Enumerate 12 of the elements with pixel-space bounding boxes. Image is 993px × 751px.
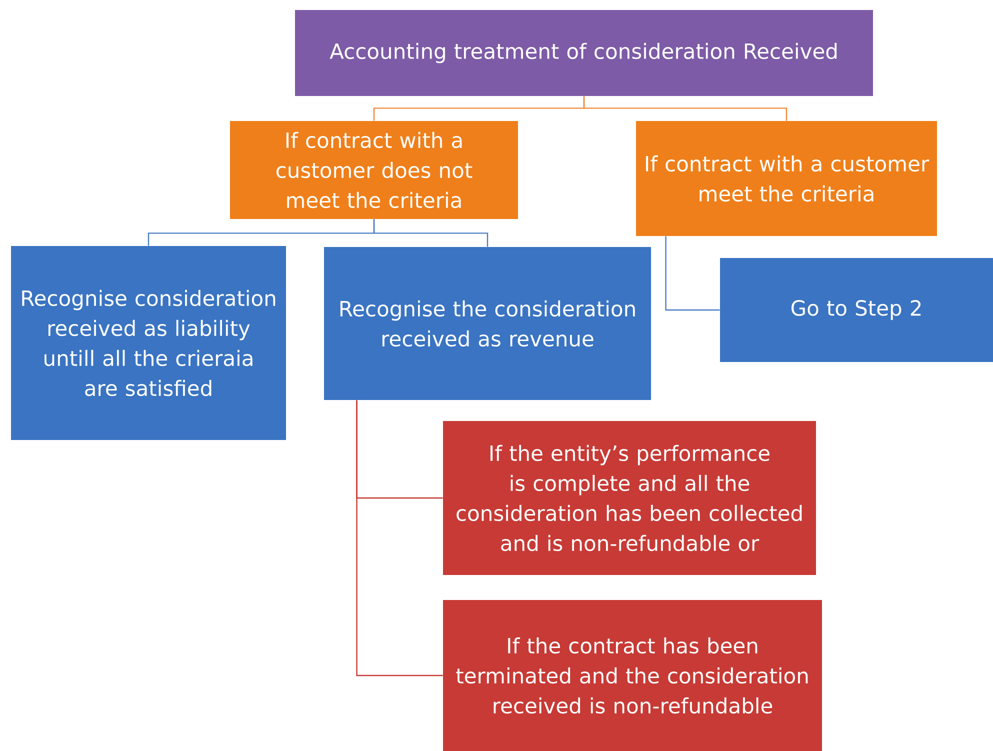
step-box: Go to Step 2 xyxy=(720,258,993,362)
step-box: If the contract has been terminated and the consideration received is non-refundable xyxy=(443,600,822,751)
connector-line xyxy=(356,400,443,676)
step-box: If contract with a customer does not meet the criteria xyxy=(230,121,518,219)
step-box: If the entity’s performance is complete and all the consideration has been collected and is non-refundable or xyxy=(443,421,816,575)
connector-line xyxy=(665,236,720,311)
title-box: Accounting treatment of consideration Received xyxy=(295,10,873,96)
connector-line xyxy=(583,96,788,121)
step-box: If contract with a customer meet the criteria xyxy=(636,121,937,236)
step-box: Recognise consideration received as liability untill all the crieraia are satisfied xyxy=(11,246,286,440)
connector-line xyxy=(373,219,488,247)
step-box: Recognise the consideration received as revenue xyxy=(324,247,651,400)
